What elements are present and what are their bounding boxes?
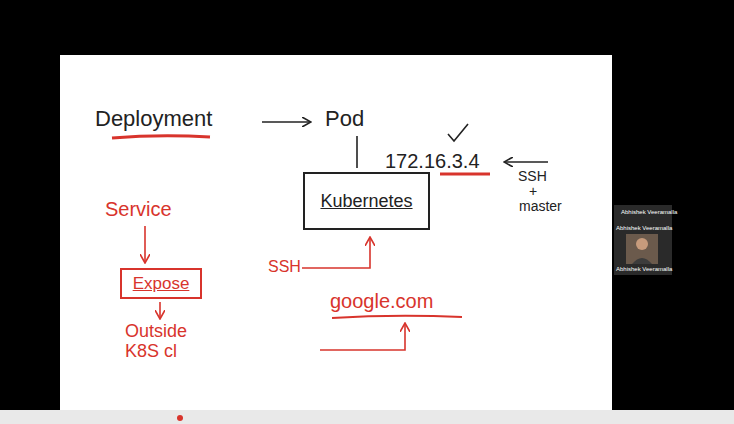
- handwritten-label: +: [529, 183, 537, 199]
- ip-address: 172.16.3.4: [385, 150, 480, 173]
- handwritten-label: SSH: [268, 258, 301, 276]
- handwritten-label: google.com: [330, 290, 433, 313]
- participant-name: Abhishek Veeramalla: [621, 209, 677, 216]
- handwritten-label: Pod: [325, 106, 364, 131]
- handwritten-label: Outside K8S cl: [125, 322, 205, 362]
- participant-name: Abhishek Veeramalla: [616, 266, 672, 273]
- participant-name: Abhishek Veeramalla: [616, 225, 672, 232]
- handwritten-label: SSH: [518, 168, 547, 184]
- handwritten-label: Deployment: [95, 106, 212, 131]
- kubernetes-box: Kubernetes: [303, 172, 430, 230]
- expose-box: Expose: [120, 268, 202, 299]
- box-text: Expose: [133, 274, 190, 294]
- handwritten-label: Service: [105, 198, 172, 221]
- handwritten-label: master: [519, 198, 562, 214]
- box-text: Kubernetes: [320, 191, 412, 212]
